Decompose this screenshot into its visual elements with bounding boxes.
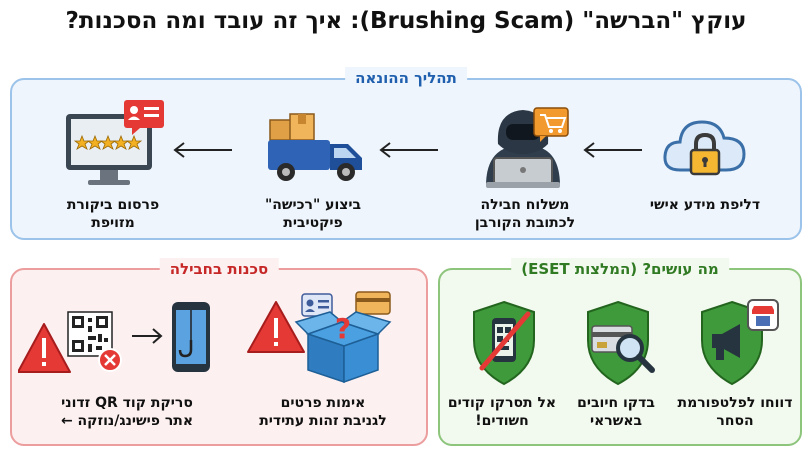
caption-line: סריקת קוד QR זדוני: [61, 395, 193, 411]
cloud-lock-icon: [663, 120, 746, 176]
caption-line: מזויפת: [91, 215, 135, 231]
box-id-warning-icon: ?: [247, 291, 392, 384]
svg-text:?: ?: [335, 312, 351, 345]
caption-line: הסחר: [716, 413, 754, 429]
process-step-2-caption: משלוח חבילה לכתובת הקורבן: [440, 196, 610, 232]
caption-line: דליפת מידע אישי: [649, 197, 761, 213]
caption-line: בדקו חיובים: [577, 395, 655, 411]
shield-no-scan-icon: [473, 300, 535, 386]
monitor-review-icon: [66, 100, 164, 185]
caption-line: משלוח חבילה: [480, 197, 570, 213]
delivery-truck-icon: [268, 113, 362, 181]
process-panel-label: תהליך ההונאה: [345, 67, 467, 89]
flow-arrow-icon: [379, 142, 438, 158]
qr-phishing-icon: [18, 302, 210, 373]
action-3-caption: אל תסרקו קודים חשודים!: [438, 394, 566, 430]
page-title: עוקץ "הברשה" (Brushing Scam): איך זה עוב…: [65, 8, 747, 34]
shield-card-icon: [587, 300, 655, 386]
caption-line: פרסום ביקורת: [66, 197, 160, 213]
dangers-panel-label: סכנות בחבילה: [159, 258, 279, 280]
caption-line: אל תסרקו קודים: [447, 395, 557, 411]
process-step-3-caption: ביצוע "רכישה" פיקטיבית: [228, 196, 398, 232]
caption-line: חשודים!: [475, 413, 529, 429]
caption-line: באשראי: [589, 413, 643, 429]
process-step-1-caption: דליפת מידע אישי: [620, 196, 790, 214]
caption-line: ביצוע "רכישה": [264, 197, 362, 213]
caption-line: לכתובת הקורבן: [474, 215, 576, 231]
flow-arrow-icon: [173, 142, 232, 158]
danger-2-caption: סריקת קוד QR זדוני אתר פישינג/נוזקה ←: [22, 394, 232, 430]
action-1-caption: דווחו לפלטפורמת הסחר: [668, 394, 802, 430]
process-step-4-caption: פרסום ביקורת מזויפת: [28, 196, 198, 232]
caption-line: אתר פישינג/נוזקה ←: [60, 413, 194, 429]
flow-arrow-icon: [583, 142, 642, 158]
actions-panel-label: מה עושים? (המלצות ESET): [511, 258, 729, 280]
danger-1-caption: אימות פרטים לגניבת זהות עתידית: [238, 394, 408, 430]
shield-megaphone-icon: [701, 299, 779, 386]
caption-line: דווחו לפלטפורמת: [677, 395, 793, 411]
hacker-icon: [486, 107, 569, 188]
caption-line: פיקטיבית: [283, 215, 343, 231]
action-2-caption: בדקו חיובים באשראי: [556, 394, 676, 430]
caption-line: אימות פרטים: [280, 395, 366, 411]
caption-line: לגניבת זהות עתידית: [259, 413, 387, 429]
